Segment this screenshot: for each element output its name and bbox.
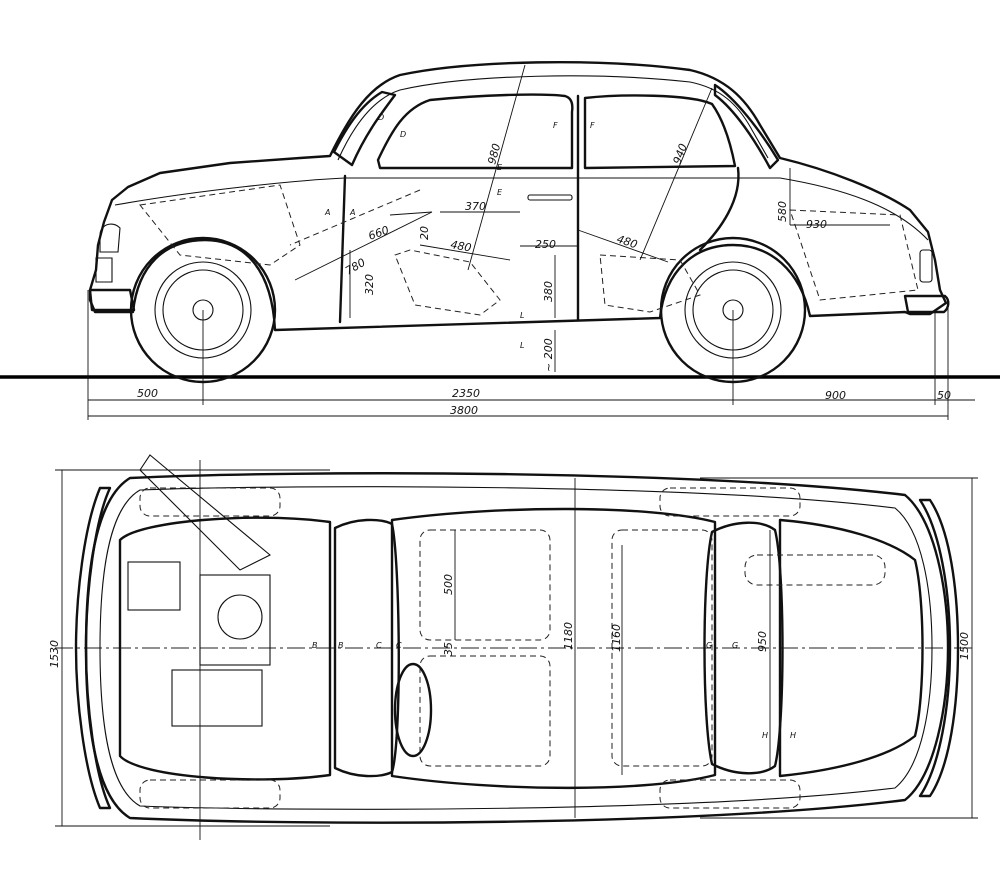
dim-bumper: 50 <box>937 389 951 402</box>
side-body-outline <box>88 61 948 332</box>
dim-small-20: 20 <box>418 226 431 240</box>
front-door-window <box>376 93 574 170</box>
section-mark-l1: L <box>520 311 524 320</box>
top-section-lines <box>199 460 771 840</box>
dim-seat-to-pedal: 660 <box>367 223 391 242</box>
door-handle <box>527 194 573 201</box>
top-width-dimensions <box>55 469 978 827</box>
rear-seat <box>611 529 713 767</box>
section-mark-a2: A <box>349 208 355 217</box>
section-mark-g2: G <box>732 641 738 650</box>
dim-wheelbase: 2350 <box>452 387 480 400</box>
section-mark-d2: D <box>400 130 406 139</box>
top-windshield <box>333 518 400 778</box>
dim-rear-window-width: 950 <box>756 631 769 652</box>
section-mark-h1: H <box>762 731 768 740</box>
section-mark-f1: F <box>553 121 558 130</box>
dim-trunk-length: 930 <box>806 218 827 231</box>
top-rear-bumper <box>918 498 960 798</box>
dim-overall-width: 1530 <box>48 640 61 668</box>
dim-interior-front-width: 1180 <box>562 622 575 650</box>
rear-bumper <box>903 294 950 314</box>
hood-panel <box>118 516 332 781</box>
section-mark-l2: L <box>520 341 524 350</box>
section-mark-c2: C <box>396 641 402 650</box>
section-mark-f2: F <box>590 121 595 130</box>
roof-inner-line <box>337 75 769 161</box>
top-body-inner <box>99 486 933 810</box>
rear-quarter-window <box>713 83 780 170</box>
front-grille <box>95 257 113 283</box>
section-mark-g1: G <box>706 641 712 650</box>
dim-front-headroom: 980 <box>485 142 503 166</box>
front-seats <box>419 529 551 767</box>
headlight <box>99 223 121 253</box>
dim-rear-headroom: 940 <box>671 142 690 166</box>
dim-front-overhang: 500 <box>137 387 158 400</box>
dim-rear-seat-depth: 480 <box>615 232 639 251</box>
top-front-bumper <box>74 486 112 810</box>
dim-front-seat-gap: 35 <box>442 642 455 656</box>
front-door-front-edge <box>338 174 347 324</box>
dim-ground-clearance: ~ 200 <box>542 338 555 372</box>
rear-door-window <box>583 94 737 170</box>
dim-rear-overhang: 900 <box>825 389 846 402</box>
dim-front-seat-width: 500 <box>442 574 455 595</box>
top-rear-window <box>703 521 784 775</box>
side-view: 780 320 660 20 370 980 480 250 480 940 3… <box>0 61 1000 420</box>
section-mark-b1: B <box>312 641 318 650</box>
interior-dimension-lines <box>294 64 890 372</box>
dim-trunk-height: 580 <box>776 201 789 222</box>
dim-seat-gap: 250 <box>535 238 556 251</box>
dim-interior-rear-width: 1160 <box>610 624 623 652</box>
trunk-outline <box>789 209 919 301</box>
engine-components <box>127 454 271 727</box>
dim-overall-length: 3800 <box>450 404 478 417</box>
dim-rear-width: 1500 <box>958 632 971 660</box>
steering-wheel <box>393 662 433 758</box>
windshield <box>332 90 397 167</box>
wheel-arches <box>139 487 801 809</box>
section-mark-a1: A <box>324 208 330 217</box>
section-mark-e2: E <box>497 188 503 197</box>
dim-rear-floor: 380 <box>542 281 555 302</box>
top-view: 1530 1500 500 35 1180 1160 950 B B C C G… <box>48 454 978 840</box>
section-mark-h2: H <box>790 731 796 740</box>
dim-seat-height: 320 <box>363 274 376 295</box>
dim-seat-depth-front: 480 <box>449 238 472 254</box>
engine-outline <box>139 184 301 266</box>
tail-light <box>919 249 933 283</box>
spare-wheel <box>744 554 886 586</box>
side-bottom-dimensions <box>87 290 975 420</box>
section-mark-e1: E <box>497 163 503 172</box>
section-mark-b2: B <box>338 641 344 650</box>
section-mark-d1: D <box>378 113 384 122</box>
roof-panel <box>390 507 717 790</box>
section-mark-c1: C <box>376 641 382 650</box>
front-bumper <box>88 288 136 312</box>
steering-column <box>289 189 421 246</box>
trunk-lid <box>778 518 924 778</box>
front-seat-outline <box>394 249 501 316</box>
dim-seat-back: 370 <box>465 200 486 213</box>
